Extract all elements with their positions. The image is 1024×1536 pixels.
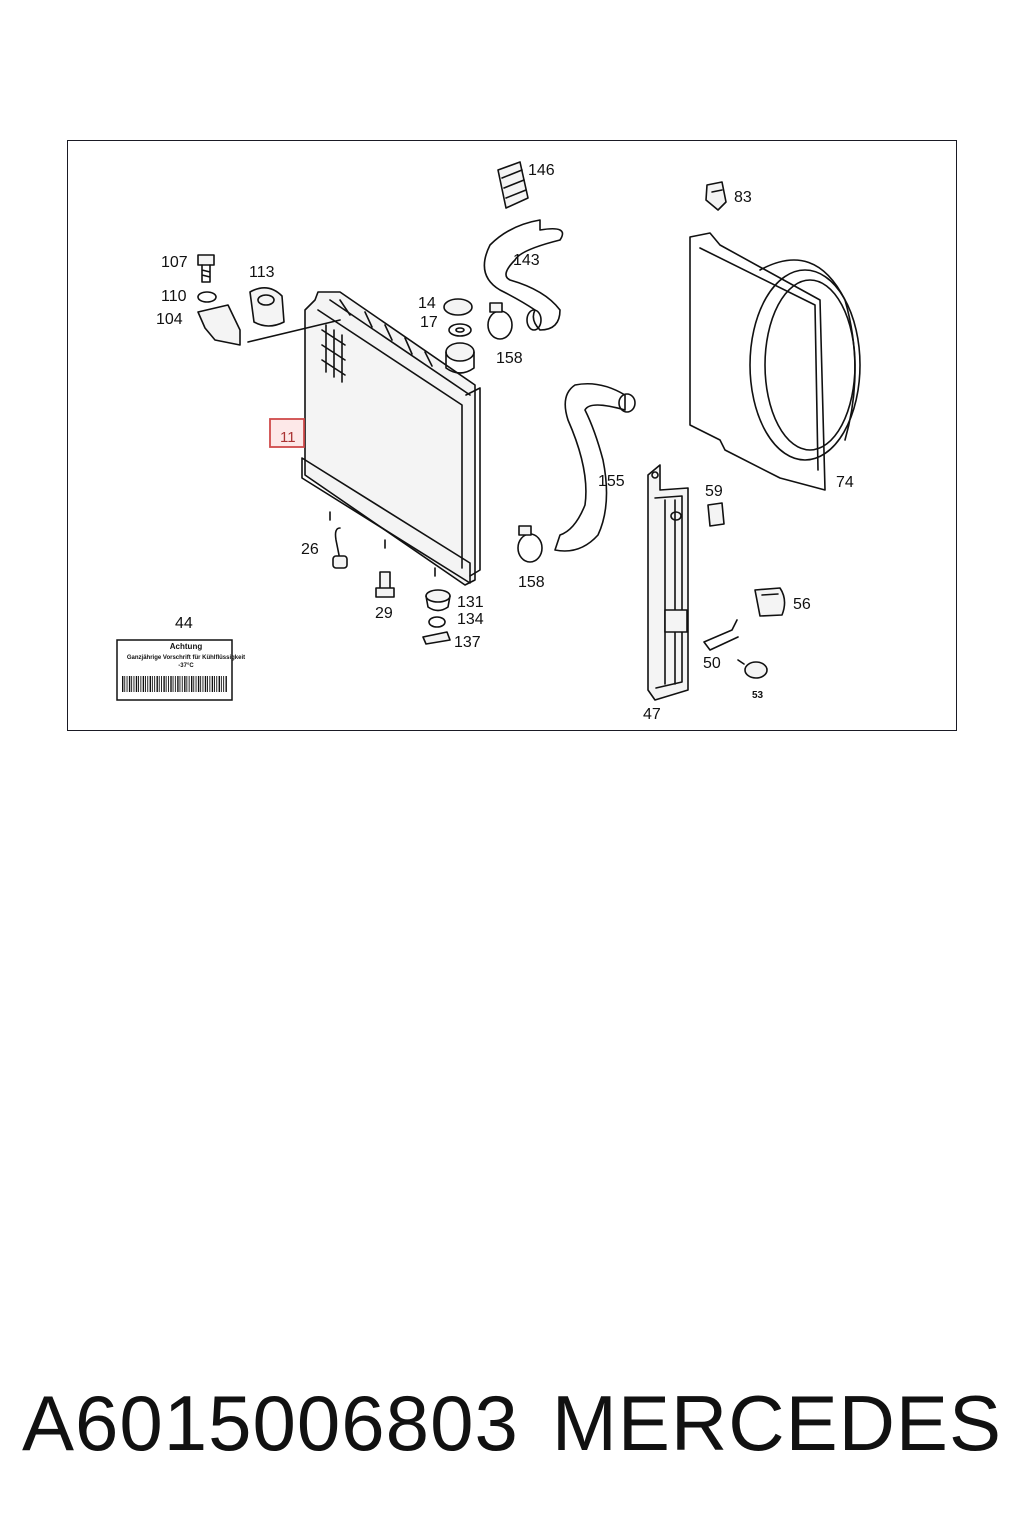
washer-part-134[interactable] bbox=[428, 616, 446, 628]
callout-26[interactable]: 26 bbox=[301, 541, 319, 558]
bracket-part-50[interactable] bbox=[703, 619, 739, 651]
callout-155[interactable]: 155 bbox=[598, 473, 625, 490]
callout-110[interactable]: 110 bbox=[161, 288, 187, 305]
part-highlight-box[interactable] bbox=[269, 418, 305, 448]
hose-clamp-part-158b[interactable] bbox=[517, 525, 543, 563]
footer-caption: A6015006803 MERCEDES bbox=[0, 1368, 1024, 1478]
radiator-part[interactable] bbox=[301, 291, 481, 586]
callout-158-lower[interactable]: 158 bbox=[518, 574, 545, 591]
bracket-part-137[interactable] bbox=[422, 631, 451, 645]
bracket-part-104[interactable] bbox=[197, 304, 241, 346]
grommet-part-131[interactable] bbox=[425, 589, 451, 612]
bolt-part-29[interactable] bbox=[375, 571, 395, 598]
callout-47[interactable]: 47 bbox=[643, 706, 661, 723]
callout-107[interactable]: 107 bbox=[161, 254, 188, 271]
coolant-warning-label-44: Achtung Ganzjährige Vorschrift für Kühlf… bbox=[116, 639, 245, 701]
exploded-parts-diagram: Achtung Ganzjährige Vorschrift für Kühlf… bbox=[116, 161, 861, 723]
clip-part-59[interactable] bbox=[707, 502, 725, 527]
sleeve-part-146[interactable] bbox=[497, 161, 529, 209]
warning-title: Achtung bbox=[170, 642, 203, 651]
leader-line-104 bbox=[247, 319, 341, 343]
callout-134[interactable]: 134 bbox=[457, 611, 484, 628]
cap-part-14[interactable] bbox=[443, 298, 473, 316]
drain-plug-part-26[interactable] bbox=[332, 527, 348, 569]
part-number-text: A6015006803 bbox=[22, 1378, 519, 1467]
callout-56[interactable]: 56 bbox=[793, 596, 811, 613]
callout-104[interactable]: 104 bbox=[156, 311, 183, 328]
rubber-mount-part-113[interactable] bbox=[249, 287, 285, 327]
callout-83[interactable]: 83 bbox=[734, 189, 752, 206]
seal-ring-part-17[interactable] bbox=[448, 323, 472, 337]
warning-line1: Ganzjährige Vorschrift für Kühlflüssigke… bbox=[127, 655, 245, 661]
callout-53[interactable]: 53 bbox=[752, 690, 764, 701]
callout-74[interactable]: 74 bbox=[836, 474, 854, 491]
upper-hose-part[interactable] bbox=[483, 219, 564, 331]
bolt-part-107[interactable] bbox=[197, 254, 215, 283]
callout-113[interactable]: 113 bbox=[249, 264, 275, 281]
callout-14[interactable]: 14 bbox=[418, 295, 436, 312]
callout-137[interactable]: 137 bbox=[454, 634, 481, 651]
warning-barcode bbox=[122, 676, 227, 692]
brand-text: MERCEDES bbox=[551, 1378, 1002, 1467]
warning-line2: -37°C bbox=[178, 663, 194, 669]
oil-cooler-part[interactable] bbox=[647, 464, 689, 701]
washer-part-110[interactable] bbox=[197, 291, 217, 303]
hose-clamp-part-158a[interactable] bbox=[487, 302, 513, 340]
clip-part-83[interactable] bbox=[705, 181, 727, 211]
callout-131[interactable]: 131 bbox=[457, 594, 484, 611]
diagram-frame bbox=[67, 140, 957, 731]
fan-shroud-part[interactable] bbox=[689, 232, 861, 491]
bolt-part-53[interactable] bbox=[737, 659, 768, 679]
callout-158-upper[interactable]: 158 bbox=[496, 350, 523, 367]
clamp-part-56[interactable] bbox=[754, 587, 786, 617]
callout-143[interactable]: 143 bbox=[513, 252, 540, 269]
callout-59[interactable]: 59 bbox=[705, 483, 723, 500]
callout-146[interactable]: 146 bbox=[528, 162, 555, 179]
callout-17[interactable]: 17 bbox=[420, 314, 438, 331]
lower-hose-part[interactable] bbox=[554, 382, 626, 552]
callout-50[interactable]: 50 bbox=[703, 655, 721, 672]
callout-11[interactable]: 11 bbox=[280, 429, 296, 446]
callout-44[interactable]: 44 bbox=[175, 615, 193, 632]
callout-29[interactable]: 29 bbox=[375, 605, 393, 622]
